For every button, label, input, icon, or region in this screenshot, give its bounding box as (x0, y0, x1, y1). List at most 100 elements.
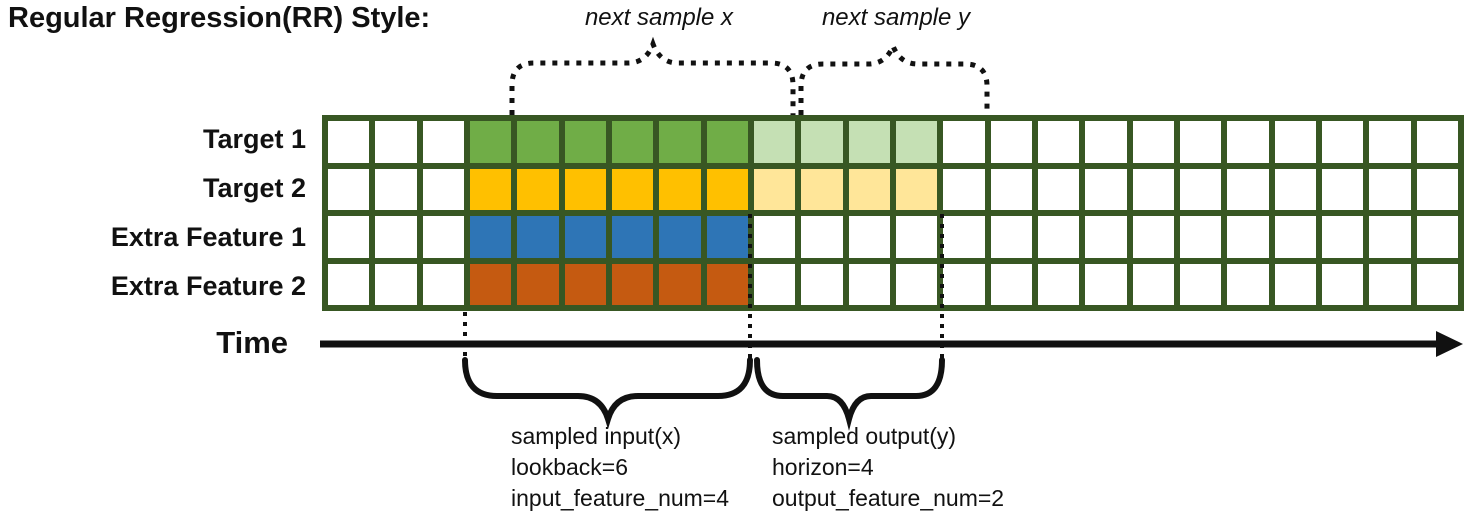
grid-cell (801, 216, 843, 258)
next-sample-x-label: next sample x (584, 4, 734, 31)
grid-cell (469, 121, 512, 163)
next-sample-x-brace (509, 36, 796, 115)
grid-cell (943, 168, 985, 210)
next-sample-y-label: next sample y (821, 4, 971, 31)
grid-cell (375, 168, 417, 210)
grid-cell (517, 168, 559, 210)
grid-cell (564, 263, 606, 305)
grid-cell (1274, 121, 1316, 163)
grid-cell (1179, 263, 1222, 305)
grid-cell (706, 121, 748, 163)
grid-cell (1037, 168, 1080, 210)
grid-cell (943, 216, 985, 258)
grid-cell (1321, 121, 1364, 163)
grid-cell (1179, 121, 1222, 163)
grid-cell (1416, 216, 1458, 258)
sampled-input-line-2: lookback=6 (511, 454, 628, 480)
grid-cell (753, 168, 796, 210)
row-label-target-1: Target 1 (202, 124, 306, 154)
row-label-extra-feature-2: Extra Feature 2 (110, 271, 306, 301)
grid-cell (895, 263, 938, 305)
grid-cell (1132, 263, 1174, 305)
sampled-input-line-1: sampled input(x) (511, 423, 682, 449)
grid-cell (990, 263, 1032, 305)
grid-cell (1179, 168, 1222, 210)
grid-cell (753, 216, 796, 258)
grid-cell (659, 168, 701, 210)
grid-cell (1037, 121, 1080, 163)
sampled-output-brace (754, 357, 945, 431)
grid-cell (1274, 168, 1316, 210)
grid-cell (1179, 216, 1222, 258)
grid-cell (328, 168, 370, 210)
grid-cell (706, 168, 748, 210)
grid-cell (990, 216, 1032, 258)
grid-cell (848, 168, 890, 210)
grid-cell (1416, 263, 1458, 305)
grid-cell (990, 168, 1032, 210)
sampled-input-brace (462, 357, 753, 430)
grid-cell (1227, 216, 1269, 258)
grid-cell (517, 216, 559, 258)
grid-cell (1321, 263, 1364, 305)
next-sample-y-brace (798, 39, 990, 115)
grid-cell (1369, 168, 1411, 210)
diagram-title: Regular Regression(RR) Style: (8, 2, 431, 34)
grid-cell (848, 216, 890, 258)
grid-cell (469, 216, 512, 258)
grid-cell (1321, 168, 1364, 210)
time-axis-label: Time (216, 325, 288, 360)
grid-cell (1274, 263, 1316, 305)
grid-cell (706, 263, 748, 305)
grid (322, 115, 1464, 311)
grid-cell (1132, 216, 1174, 258)
grid-cell (1037, 216, 1080, 258)
grid-cell (1085, 121, 1127, 163)
sampled-output-line-2: horizon=4 (772, 454, 874, 480)
grid-cell (422, 216, 464, 258)
grid-cell (564, 121, 606, 163)
sampled-input-caption: sampled input(x) lookback=6 input_featur… (511, 421, 729, 514)
grid-cell (1416, 168, 1458, 210)
grid-cell (422, 168, 464, 210)
grid-cell (801, 168, 843, 210)
grid-cell (1085, 168, 1127, 210)
grid-cell (1132, 168, 1174, 210)
grid-cell (1369, 121, 1411, 163)
grid-cell (517, 263, 559, 305)
grid-cell (564, 216, 606, 258)
grid-cell (943, 121, 985, 163)
grid-cell (469, 168, 512, 210)
grid-cell (659, 263, 701, 305)
grid-cell (328, 121, 370, 163)
row-labels: Target 1 Target 2 Extra Feature 1 Extra … (0, 115, 310, 311)
grid-cell (895, 121, 938, 163)
grid-cell (328, 263, 370, 305)
grid-cell (895, 168, 938, 210)
grid-cell (895, 216, 938, 258)
grid-cell (848, 121, 890, 163)
grid-cell (753, 121, 796, 163)
grid-cell (375, 263, 417, 305)
grid-cell (611, 263, 654, 305)
sampled-output-line-3: output_feature_num=2 (772, 485, 1005, 511)
row-label-target-2: Target 2 (202, 173, 306, 203)
sampled-output-caption: sampled output(y) horizon=4 output_featu… (772, 421, 1004, 514)
grid-cell (1369, 216, 1411, 258)
grid-cell (706, 216, 748, 258)
grid-cell (375, 216, 417, 258)
grid-cell (422, 121, 464, 163)
sampled-input-line-3: input_feature_num=4 (511, 485, 730, 511)
grid-cell (1227, 168, 1269, 210)
grid-cell (1085, 263, 1127, 305)
grid-cell (611, 168, 654, 210)
grid-cell (801, 263, 843, 305)
grid-cell (611, 216, 654, 258)
grid-cell (1321, 216, 1364, 258)
grid-cell (753, 263, 796, 305)
grid-cell (564, 168, 606, 210)
grid-cell (611, 121, 654, 163)
grid-cell (1227, 121, 1269, 163)
grid-cell (1369, 263, 1411, 305)
